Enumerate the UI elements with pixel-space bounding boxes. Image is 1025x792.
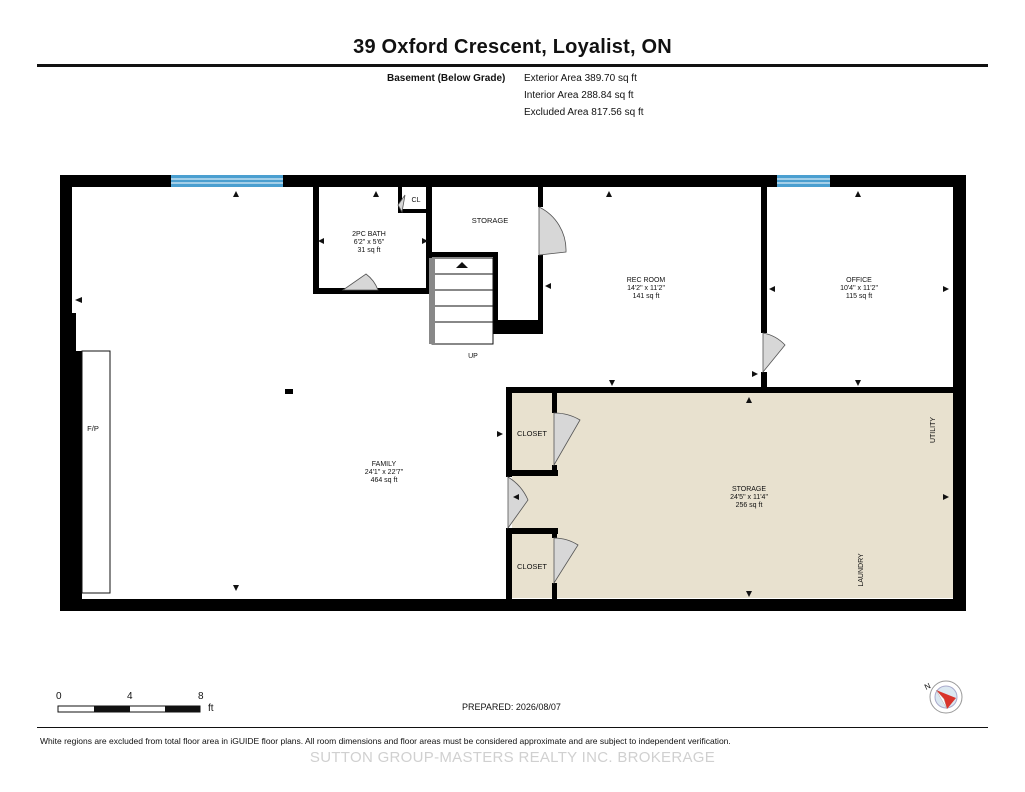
floor-label: Basement (Below Grade) xyxy=(387,73,506,84)
bath-area: 31 sq ft xyxy=(358,247,381,254)
fireplace xyxy=(81,350,111,594)
storage-main-dims: 24'5" x 11'4" xyxy=(730,494,768,501)
walls xyxy=(60,175,966,611)
prepared-date: PREPARED: 2026/08/07 xyxy=(462,702,561,712)
staircase xyxy=(429,257,494,345)
stairs-up-label: UP xyxy=(468,353,478,360)
utility-label: UTILITY xyxy=(930,417,937,443)
storage-small-name: STORAGE xyxy=(472,216,509,225)
rec-area: 141 sq ft xyxy=(633,293,660,300)
compass-icon: N xyxy=(923,680,963,714)
exterior-area: Exterior Area 389.70 sq ft xyxy=(524,73,637,84)
storage-main-name: STORAGE xyxy=(732,486,766,493)
compass-north-label: N xyxy=(923,681,932,692)
closet-2-name: CLOSET xyxy=(517,562,547,571)
office-name: OFFICE xyxy=(846,277,872,284)
fp-name: F/P xyxy=(87,424,99,433)
brokerage-watermark: SUTTON GROUP-MASTERS REALTY INC. BROKERA… xyxy=(309,749,716,766)
office-dims: 10'4" x 11'2" xyxy=(840,285,878,292)
disclaimer-text: White regions are excluded from total fl… xyxy=(40,736,731,746)
dimension-arrows xyxy=(75,191,949,597)
rec-name: REC ROOM xyxy=(627,277,666,284)
page-title: 39 Oxford Crescent, Loyalist, ON xyxy=(353,36,672,58)
family-area: 464 sq ft xyxy=(371,477,398,484)
title-divider xyxy=(37,64,988,67)
scale-bar xyxy=(57,705,201,713)
storage-room-fill xyxy=(512,392,954,598)
bath-dims: 6'2" x 5'6" xyxy=(354,239,385,246)
family-name: FAMILY xyxy=(372,461,397,468)
rec-dims: 14'2" x 11'2" xyxy=(627,285,665,292)
interior-area: Interior Area 288.84 sq ft xyxy=(524,90,634,101)
office-area: 115 sq ft xyxy=(846,293,872,300)
scale-unit: ft xyxy=(208,703,214,714)
family-dims: 24'1" x 22'7" xyxy=(365,469,404,476)
window-left xyxy=(171,175,283,187)
bath-name: 2PC BATH xyxy=(352,231,386,238)
footer-divider xyxy=(37,727,988,728)
laundry-label: LAUNDRY xyxy=(858,553,865,587)
excluded-area: Excluded Area 817.56 sq ft xyxy=(524,107,644,118)
doors xyxy=(341,194,786,585)
scale-tick-4: 4 xyxy=(127,691,133,702)
storage-main-area: 256 sq ft xyxy=(736,502,763,509)
scale-tick-8: 8 xyxy=(198,691,204,702)
cl-name: CL xyxy=(412,197,421,204)
closet-1-name: CLOSET xyxy=(517,429,547,438)
scale-tick-0: 0 xyxy=(56,691,62,702)
window-office xyxy=(777,175,830,187)
